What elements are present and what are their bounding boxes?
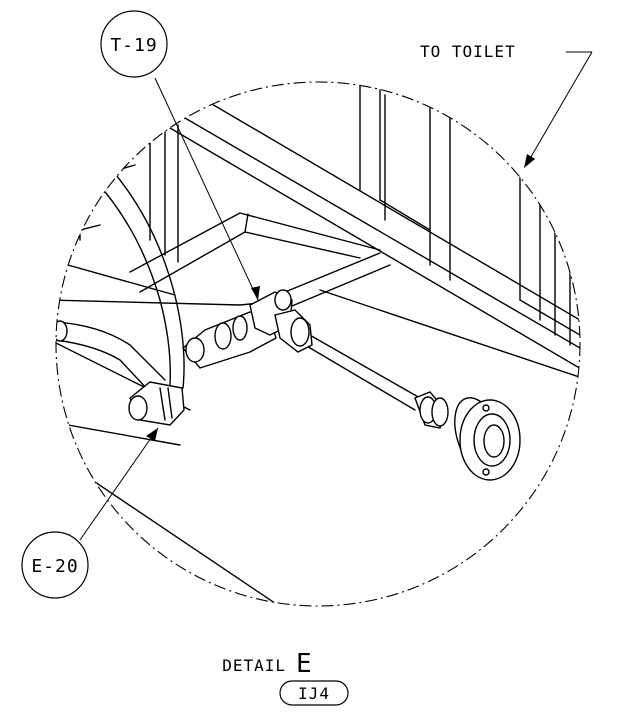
sheet-ref-label: IJ4 xyxy=(298,684,330,703)
detail-boundary-circle xyxy=(55,81,581,607)
cabinet-framing xyxy=(169,82,580,381)
callout-e20-label: E-20 xyxy=(31,556,78,577)
detail-interior xyxy=(56,82,580,606)
detail-letter: E xyxy=(296,649,313,679)
tee-fitting xyxy=(182,289,293,369)
floor-lines xyxy=(56,212,580,606)
detail-title: DETAIL E IJ4 xyxy=(222,649,349,706)
sheet-ref-box xyxy=(279,680,349,706)
elbow-fitting xyxy=(128,381,185,426)
callout-t19-label: T-19 xyxy=(110,35,157,56)
callout-to-toilet: TO TOILET xyxy=(420,42,593,168)
main-pipe xyxy=(274,309,449,429)
callout-e20: E-20 xyxy=(21,427,159,599)
curved-hose xyxy=(94,169,185,389)
left-pipe xyxy=(56,320,166,393)
callout-t19: T-19 xyxy=(100,10,260,301)
outlet-flange xyxy=(454,397,521,481)
detail-prefix: DETAIL xyxy=(222,656,286,675)
to-toilet-label: TO TOILET xyxy=(420,42,516,61)
upper-tube xyxy=(284,252,391,307)
